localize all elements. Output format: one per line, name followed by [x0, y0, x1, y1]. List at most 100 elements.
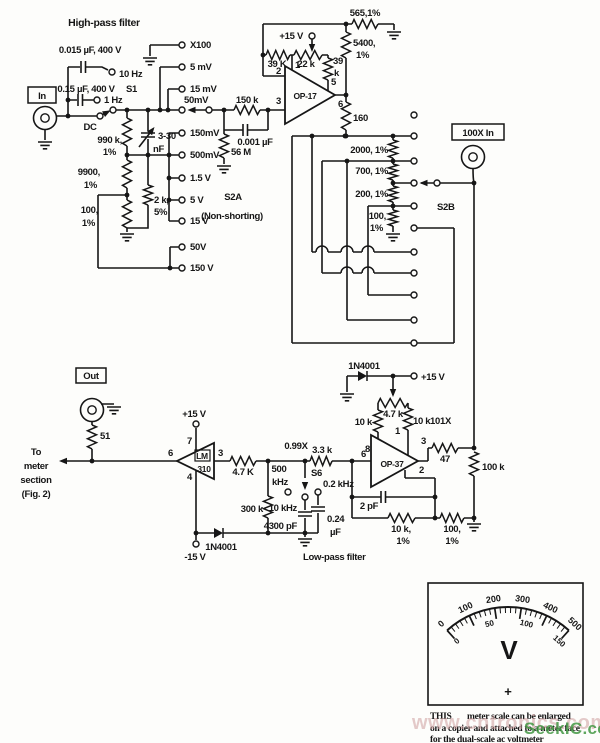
lm310-pin6: 6	[168, 448, 173, 459]
r39k-label: 39	[333, 56, 343, 67]
in-terminal-box	[27, 86, 57, 104]
resistor-9900	[121, 159, 133, 189]
op37-section: 1N4001 +15 V 4.7 k 10 k 10 k 101X OP-37 …	[339, 361, 506, 547]
op17-supply-terminal	[308, 32, 316, 40]
100x-in-label: 100X In	[462, 128, 494, 139]
tap-label: 0.99X	[284, 441, 308, 452]
s1-pivot	[109, 106, 117, 114]
rfb2-tol: 1%	[445, 536, 459, 547]
s1-1hz-label: 1 Hz	[104, 95, 123, 106]
outer-0: 0	[436, 618, 446, 629]
range-50v: 50V	[190, 242, 207, 253]
op37-pin3: 3	[421, 436, 426, 447]
resistor-100-fb	[439, 512, 465, 524]
r10kr-label: 10 k	[413, 416, 431, 427]
op37-pin8: 8	[365, 444, 370, 455]
resistor-2000	[387, 139, 399, 159]
meter-scale-arc	[446, 606, 570, 632]
r300k-label: 300 k	[241, 504, 264, 515]
r160-label: 160	[353, 113, 368, 124]
caption-line3: for the dual-scale ac voltmeter	[430, 735, 545, 743]
resistor-2k	[142, 184, 154, 206]
r700-label: 700, 1%	[355, 166, 389, 177]
r100-tol: 1%	[82, 218, 96, 229]
junction-dot	[65, 113, 71, 119]
rfb1-label: 10 k,	[391, 524, 411, 535]
r51-label: 51	[100, 431, 111, 442]
lm310-name2: 310	[197, 464, 211, 474]
c2pf-label: 2 pF	[360, 501, 379, 512]
inner-100: 100	[519, 618, 535, 630]
lm310-box	[194, 449, 211, 462]
pot-4.7k	[377, 397, 409, 409]
lowpass-wires	[267, 461, 325, 537]
lm310-supply-terminal	[192, 420, 200, 428]
r100b-label: 100,	[369, 211, 386, 222]
s2b-pivot	[433, 179, 441, 187]
op17-supply-label: +15 V	[279, 31, 304, 42]
range-150v: 150 V	[190, 263, 214, 274]
watermark-site: www.cntronics.com	[412, 712, 600, 734]
resistor-200	[387, 185, 399, 203]
dest-line2: meter	[24, 461, 49, 472]
op17-section: OP-17 +15 V 39 K 22 k 39 k 1 2 3 5 6 565…	[260, 8, 402, 139]
highpass-input-section: High-pass filter In 0.015 µF, 400 V 0.15…	[27, 17, 143, 150]
cap-1hz-label: 0.15 µF, 400 V	[57, 84, 115, 95]
r150k-label: 150 k	[236, 95, 259, 106]
caption-line1: meter scale can be enlarged	[467, 712, 572, 722]
resistor-565	[351, 18, 379, 30]
rfb1-tol: 1%	[396, 536, 410, 547]
r5400-label: 5400,	[353, 38, 375, 49]
range-15v: 15 V	[190, 216, 209, 227]
r100-label: 100,	[81, 205, 98, 216]
ground-symbol	[37, 141, 53, 150]
range-15mv: 15 mV	[190, 84, 217, 95]
range-500mv: 500mV	[190, 150, 220, 161]
caption-this: THIS	[430, 712, 452, 722]
s6-contact-02khz	[314, 488, 322, 496]
resistor-100k	[468, 451, 480, 477]
in-terminal-label: In	[38, 91, 46, 102]
to-meter-arrow	[59, 457, 67, 465]
s6-02khz-label: 0.2 kHz	[323, 479, 354, 490]
s2b-label: S2B	[437, 202, 455, 213]
s6-contact-10khz	[301, 493, 309, 501]
dest-line4: (Fig. 2)	[22, 489, 51, 500]
op37-pin1: 1	[395, 426, 401, 437]
s6-khz-label: kHz	[272, 477, 289, 488]
s1-contact-dc	[96, 112, 104, 120]
100x-in-box	[451, 123, 505, 141]
output-wires	[62, 403, 371, 540]
s6-contact-500khz	[284, 488, 292, 496]
r47-label: 47	[440, 454, 450, 465]
op17-pin2: 2	[276, 66, 281, 77]
r2k-label: 2 k,	[154, 195, 169, 206]
rfb2-label: 100,	[443, 524, 460, 535]
r2000-label: 2000, 1%	[350, 145, 389, 156]
s2b-wiper-arrow	[419, 179, 428, 187]
pot22k-label: 22 k	[297, 59, 315, 70]
ground-symbol	[466, 523, 482, 532]
meter-unit: V	[500, 635, 518, 665]
out-terminal-box	[75, 367, 107, 384]
s1-contact-10hz	[108, 68, 116, 76]
gain-label: 101X	[430, 416, 452, 427]
resistor-10k-right	[402, 407, 414, 431]
range-50mv: 50mV	[184, 95, 209, 106]
ground-symbol	[142, 57, 158, 66]
s2b-section: 2000, 1% 700, 1% 200, 1% 100, 1% S2B 100…	[291, 111, 505, 522]
r5400-tol: 1%	[356, 50, 370, 61]
junction-dot	[65, 97, 71, 103]
s6-label: S6	[311, 468, 322, 479]
lm310-supply-label: +15 V	[182, 409, 207, 420]
r39k-unit: k	[334, 68, 340, 79]
pot47k-label: 4.7 k	[383, 409, 404, 420]
ground-symbol	[385, 233, 401, 242]
op37-supply-terminal	[410, 372, 418, 380]
diode-bottom-label: 1N4001	[205, 542, 237, 553]
resistor-100	[121, 199, 133, 229]
s6-10khz-label: 10 kHz	[269, 503, 298, 514]
dc-label: DC	[83, 122, 97, 133]
r100k-label: 100 k	[482, 462, 505, 473]
